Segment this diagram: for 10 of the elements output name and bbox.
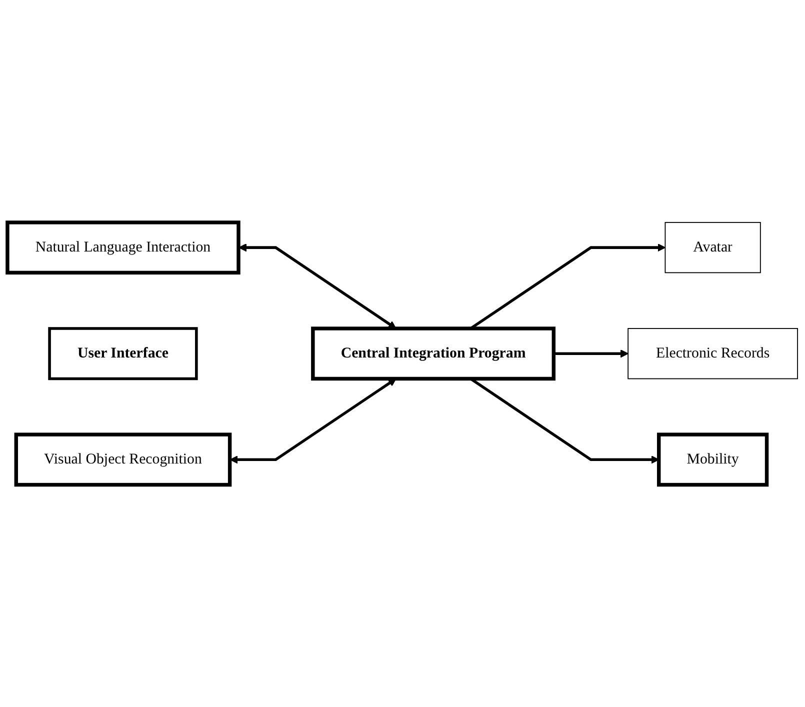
node-box xyxy=(14,432,232,487)
node-box xyxy=(656,432,769,487)
arrow xyxy=(554,349,628,358)
arrow xyxy=(238,243,396,329)
node-box xyxy=(48,327,198,380)
node-box xyxy=(664,222,761,274)
node-box xyxy=(311,326,556,380)
node-box xyxy=(6,220,240,274)
arrow xyxy=(230,378,396,464)
node-box xyxy=(628,328,798,380)
